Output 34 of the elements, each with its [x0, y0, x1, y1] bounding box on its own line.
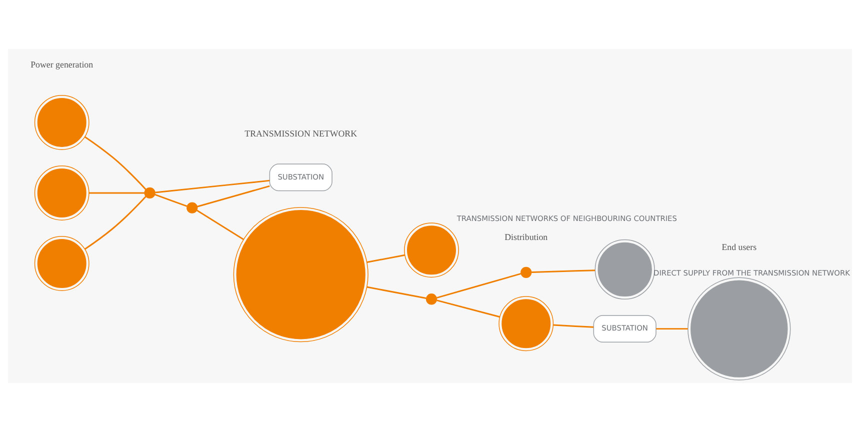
- node-box: SUBSTATION: [593, 314, 656, 342]
- connector: [436, 299, 500, 318]
- connector: [84, 196, 146, 250]
- node-circle: [34, 94, 90, 150]
- node-circle: [498, 296, 554, 351]
- label: Distribution: [504, 231, 548, 242]
- node-circle: [186, 202, 198, 213]
- label: End users: [722, 242, 757, 252]
- node-circle: [426, 293, 438, 304]
- connector: [436, 272, 522, 298]
- label: TRANSMISSION NETWORK: [244, 128, 358, 138]
- node-label: TRANSMISSION NETWORKS OF NEIGHBOURING COUNTRIES: [456, 213, 677, 222]
- node-circle: [688, 276, 791, 380]
- connector: [155, 179, 270, 193]
- connector: [366, 254, 405, 262]
- node-circle: [594, 238, 655, 299]
- connector: [656, 328, 688, 330]
- node-circle: [233, 206, 368, 342]
- node-circle: [34, 165, 90, 220]
- node-box: SUBSTATION: [269, 163, 332, 191]
- node-circle: [144, 186, 156, 198]
- node-label: DIRECT SUPPLY FROM THE TRANSMISSION NETWORK: [654, 268, 850, 277]
- connector: [84, 136, 146, 190]
- node-circle: [404, 222, 459, 278]
- connector: [89, 192, 145, 194]
- connector: [532, 269, 596, 273]
- connector: [197, 184, 270, 207]
- node-circle: [34, 236, 90, 290]
- connector: [553, 324, 594, 328]
- connector: [154, 193, 188, 206]
- label: Power generation: [30, 59, 94, 70]
- connector: [366, 286, 426, 298]
- node-circle: [520, 266, 532, 278]
- connector: [196, 209, 244, 240]
